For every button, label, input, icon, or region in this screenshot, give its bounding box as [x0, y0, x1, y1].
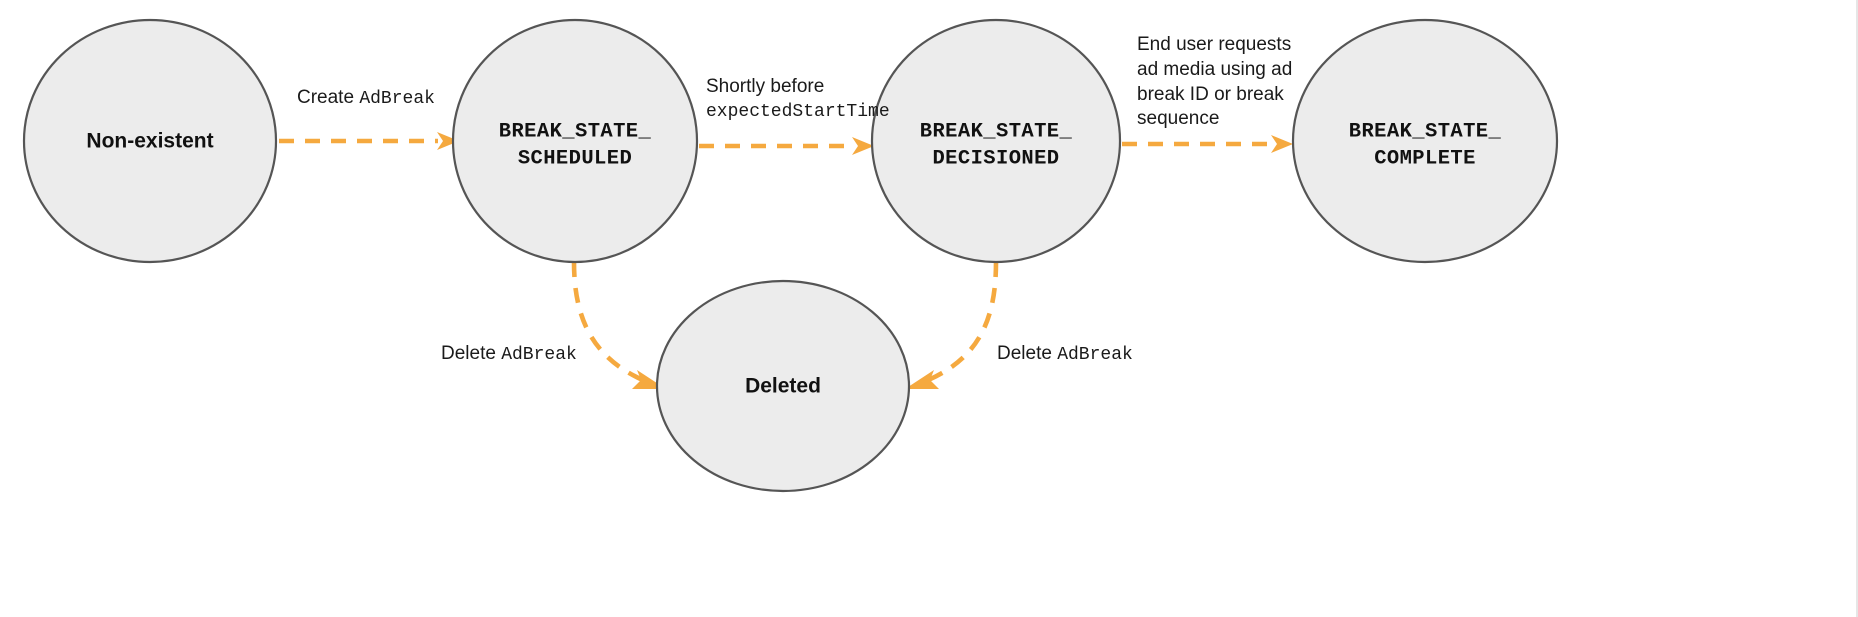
node-non-existent-label: Non-existent [86, 130, 213, 153]
edge-delete-from-decisioned-arrowhead [905, 370, 939, 389]
edge-label-end-user-requests-line4: sequence [1137, 108, 1219, 129]
edge-end-user-requests-arrowhead [1271, 135, 1293, 153]
edge-shortly-before-arrowhead [852, 137, 874, 155]
node-non-existent-shape[interactable] [22, 18, 278, 264]
node-break-state-decisioned[interactable]: BREAK_STATE_ DECISIONED [870, 18, 1122, 264]
node-non-existent[interactable]: Non-existent [22, 18, 278, 264]
svg-text:Create AdBreak: Create AdBreak [297, 87, 435, 109]
node-break-state-decisioned-shape[interactable] [870, 18, 1122, 264]
node-deleted-shape[interactable] [655, 279, 911, 493]
edge-label-delete-from-decisioned-word1: Delete [997, 343, 1057, 364]
edge-shortly-before [699, 137, 874, 155]
node-break-state-complete-label-line2: COMPLETE [1374, 147, 1476, 170]
edge-label-create-adbreak-word2: AdBreak [359, 89, 435, 109]
edge-label-create-adbreak-word1: Create [297, 87, 359, 108]
node-break-state-decisioned-label-line2: DECISIONED [932, 147, 1059, 170]
edge-label-end-user-requests-line2: ad media using ad [1137, 59, 1292, 80]
edge-label-delete-from-decisioned: Delete AdBreak [997, 343, 1133, 365]
svg-text:Delete AdBreak: Delete AdBreak [441, 343, 577, 365]
node-deleted[interactable]: Deleted [655, 279, 911, 493]
node-break-state-scheduled-shape[interactable] [451, 18, 699, 264]
edge-create-adbreak [279, 132, 459, 150]
edge-label-end-user-requests-line3: break ID or break [1137, 84, 1284, 105]
edge-label-delete-from-scheduled: Delete AdBreak [441, 343, 577, 365]
edge-create-adbreak-arrowhead [437, 132, 459, 150]
node-break-state-complete-label-line1: BREAK_STATE_ [1349, 120, 1502, 143]
node-break-state-scheduled[interactable]: BREAK_STATE_ SCHEDULED [451, 18, 699, 264]
edge-label-end-user-requests-line1: End user requests [1137, 34, 1291, 55]
edge-label-shortly-before-line2: expectedStartTime [706, 102, 890, 122]
edge-delete-from-decisioned-line [925, 261, 999, 384]
edge-label-delete-from-decisioned-word2: AdBreak [1057, 345, 1133, 365]
edge-delete-from-decisioned [905, 261, 999, 389]
edge-label-create-adbreak: Create AdBreak [297, 87, 435, 109]
svg-text:Delete AdBreak: Delete AdBreak [997, 343, 1133, 365]
node-break-state-complete-shape[interactable] [1291, 18, 1559, 264]
edge-delete-from-scheduled-line [571, 261, 646, 384]
edge-end-user-requests [1122, 135, 1293, 153]
node-break-state-complete[interactable]: BREAK_STATE_ COMPLETE [1291, 18, 1559, 264]
node-break-state-scheduled-label-line1: BREAK_STATE_ [499, 120, 652, 143]
node-break-state-scheduled-label-line2: SCHEDULED [518, 147, 632, 170]
edge-label-shortly-before-line1: Shortly before [706, 76, 824, 97]
edge-label-end-user-requests: End user requests ad media using ad brea… [1137, 34, 1292, 129]
canvas-right-border [1856, 0, 1858, 617]
edge-label-delete-from-scheduled-word1: Delete [441, 343, 501, 364]
edge-delete-from-scheduled [571, 261, 666, 389]
node-break-state-decisioned-label-line1: BREAK_STATE_ [920, 120, 1073, 143]
node-deleted-label: Deleted [745, 375, 821, 398]
edge-label-shortly-before: Shortly before expectedStartTime [706, 76, 890, 122]
edge-label-delete-from-scheduled-word2: AdBreak [501, 345, 577, 365]
